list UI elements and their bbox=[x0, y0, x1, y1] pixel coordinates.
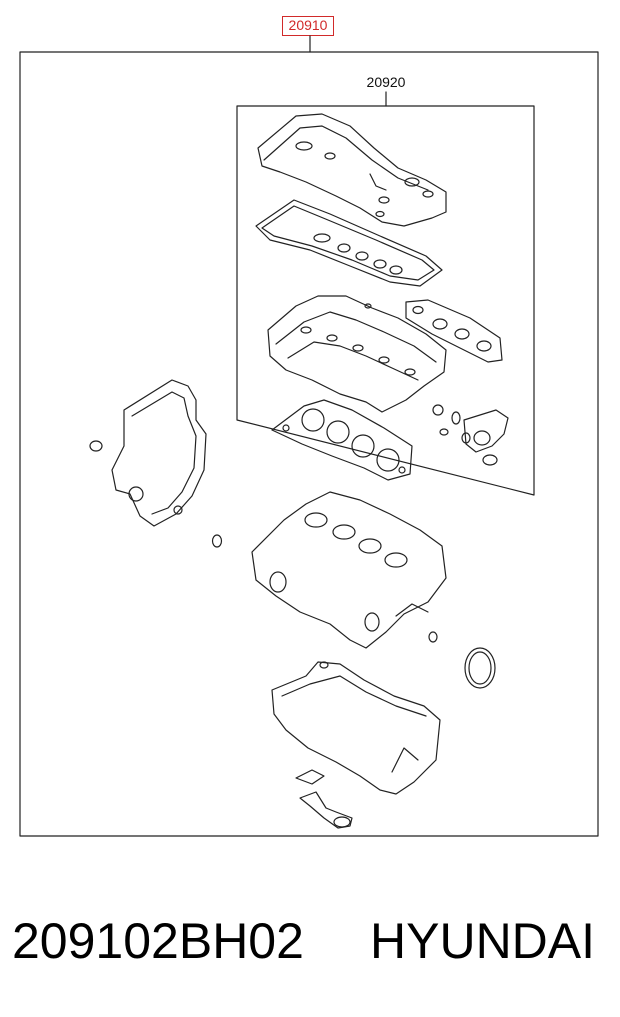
oring-part[interactable] bbox=[211, 534, 223, 548]
assembly-callout-20910[interactable]: 20910 bbox=[282, 16, 334, 36]
oring-part[interactable] bbox=[428, 631, 438, 643]
cover-gasket-part[interactable] bbox=[255, 199, 443, 287]
cylinder-head-part[interactable] bbox=[267, 295, 447, 413]
manifold-gasket-part[interactable] bbox=[405, 299, 503, 363]
subassembly-callout-20920[interactable]: 20920 bbox=[366, 74, 406, 90]
rear-oil-seal-part[interactable] bbox=[464, 647, 496, 689]
crankshaft-seal-part[interactable] bbox=[89, 440, 103, 452]
subassembly-frame bbox=[236, 105, 535, 496]
oil-strainer-part[interactable] bbox=[295, 769, 353, 829]
cylinder-block-part[interactable] bbox=[251, 491, 447, 649]
part-number: 209102BH02 bbox=[12, 913, 304, 969]
footer-caption: 209102BH02 HYUNDAI bbox=[0, 906, 620, 976]
thermostat-housing-part[interactable] bbox=[432, 404, 509, 466]
head-gasket-part[interactable] bbox=[271, 399, 413, 481]
timing-cover-part[interactable] bbox=[111, 379, 207, 527]
oil-pan-part[interactable] bbox=[271, 661, 441, 795]
brand-name: HYUNDAI bbox=[370, 913, 596, 969]
assembly-frame bbox=[19, 51, 599, 837]
exploded-parts-diagram bbox=[19, 35, 599, 837]
head-cover-part[interactable] bbox=[257, 113, 447, 227]
